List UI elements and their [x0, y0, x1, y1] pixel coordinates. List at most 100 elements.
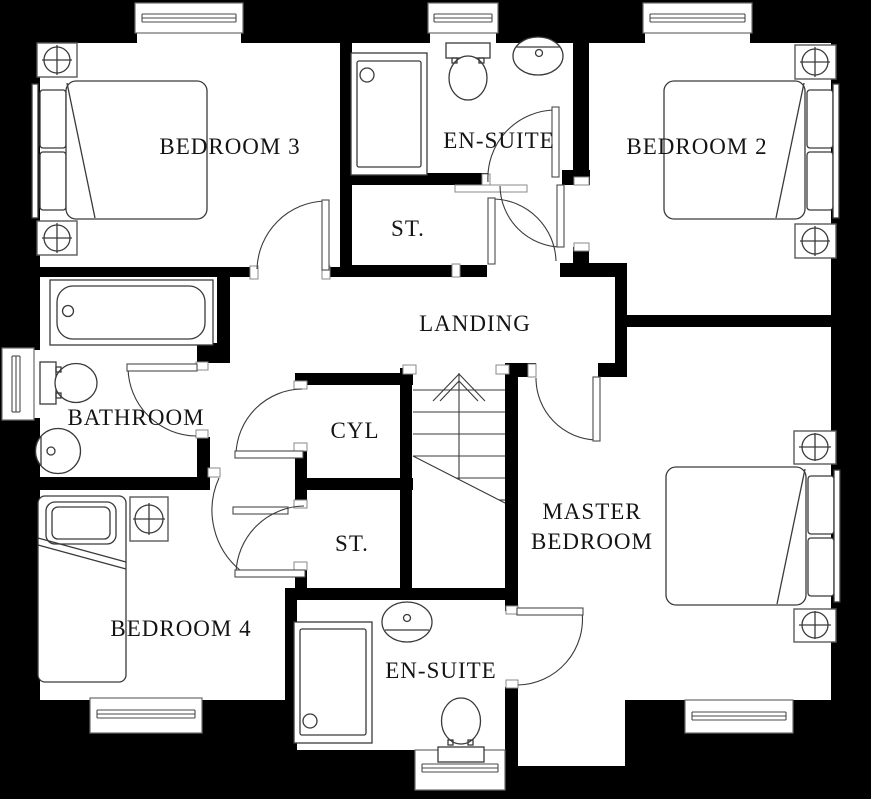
- wall-bed3-bottom: [30, 267, 253, 277]
- door-jamb: [527, 363, 537, 378]
- door-jamb: [451, 263, 461, 278]
- toilet-bowl: [448, 55, 488, 101]
- radiator-symbol: [793, 430, 837, 465]
- wall-cyl-st-divider: [295, 478, 413, 490]
- wall-stairwell-left: [400, 368, 412, 600]
- single-bed-bedroom4: [37, 495, 127, 683]
- headboard: [31, 83, 39, 219]
- radiator-symbol: [793, 608, 837, 643]
- wall-bed3-ensuite-divider: [340, 43, 352, 277]
- toilet-bowl: [54, 362, 98, 404]
- door-jamb: [505, 605, 519, 615]
- stair-up-arrow-inner: [439, 380, 479, 402]
- door-jamb: [505, 679, 519, 689]
- floor-master-nook: [518, 700, 625, 766]
- door-arc-bedroom4: [211, 477, 242, 572]
- staircase: [412, 373, 506, 504]
- radiator-symbol: [36, 42, 78, 78]
- toilet-hinge: [478, 57, 485, 64]
- door-leaf-bathroom: [126, 363, 198, 372]
- toilet-hinge: [451, 57, 458, 64]
- door-jamb: [249, 265, 259, 280]
- cistern: [39, 361, 57, 405]
- door-leaf-ensuite-bottom: [516, 607, 584, 616]
- pillow: [806, 89, 834, 149]
- room-label-master-line2: BEDROOM: [531, 529, 653, 554]
- shower-tray-ensuite-bottom: [293, 621, 373, 744]
- radiator-symbol: [794, 223, 837, 259]
- door-leaf-ensuite-top: [551, 106, 560, 178]
- door-arc-cyl: [235, 388, 303, 455]
- door-jamb: [402, 364, 417, 375]
- toilet-bowl: [440, 697, 482, 745]
- door-jamb: [293, 380, 308, 390]
- door-leaf-st-bottom: [234, 569, 306, 578]
- double-bed-master: [665, 466, 841, 606]
- door-leaf-st-top: [487, 197, 496, 265]
- pillow: [807, 475, 835, 535]
- wall-cyl-top: [295, 373, 413, 385]
- wall-landing-right: [615, 277, 627, 363]
- room-label-st-top: ST.: [391, 216, 425, 241]
- window-ensuite-top: [427, 2, 499, 43]
- wall-left-lower: [30, 418, 40, 712]
- radiator-symbol: [129, 496, 169, 542]
- room-label-cyl: CYL: [331, 418, 380, 443]
- toilet-hinge: [447, 739, 454, 746]
- duvet-fold: [776, 468, 806, 605]
- door-leaf-master: [592, 376, 601, 442]
- double-bed-bedroom3: [31, 80, 208, 220]
- wall-bathroom-bottom: [30, 477, 208, 490]
- basin-drain: [534, 48, 544, 58]
- duvet: [65, 80, 208, 220]
- door-arc-bathroom: [127, 367, 197, 437]
- toilet-hinge: [55, 392, 62, 399]
- toilet-hinge: [55, 366, 62, 373]
- room-label-ensuite-bottom: EN-SUITE: [385, 658, 496, 683]
- pillow: [45, 501, 117, 545]
- wall-bathroom-right-lower: [197, 437, 210, 490]
- window-bedroom4: [89, 697, 203, 734]
- pillow: [39, 89, 67, 149]
- basin-bathroom: [34, 427, 82, 475]
- wall-chimney-block: [625, 712, 685, 767]
- room-label-master-line1: MASTER: [542, 499, 641, 524]
- shower-inner: [299, 628, 367, 736]
- wall-master-door-stub: [598, 363, 627, 377]
- pillow-inner: [51, 506, 111, 540]
- door-jamb: [495, 364, 510, 375]
- door-arc-master: [535, 377, 597, 441]
- wall-landing-corner: [560, 263, 627, 277]
- door-arc-ensuite-bottom: [517, 610, 584, 686]
- stair-up-arrow: [432, 373, 486, 402]
- window-bedroom2: [642, 2, 753, 43]
- toilet-ensuite-top: [445, 42, 491, 101]
- basin-drain: [402, 613, 412, 623]
- door-threshold: [454, 184, 528, 193]
- shower-inner: [356, 60, 422, 168]
- wall-bed2-master-divider: [627, 315, 831, 327]
- duvet: [665, 466, 807, 606]
- basin-ensuite-top: [512, 36, 564, 76]
- bath-inner: [56, 285, 206, 340]
- bath-tap: [61, 304, 75, 318]
- toilet-ensuite-bottom: [437, 697, 485, 763]
- door-arc-bedroom3: [256, 200, 326, 270]
- wall-nook-left: [505, 687, 518, 767]
- door-arc-st-bottom: [235, 505, 305, 574]
- wall-ensuite-top-bottom: [352, 173, 488, 185]
- room-label-bedroom3: BEDROOM 3: [159, 134, 300, 159]
- headboard: [832, 83, 840, 219]
- toilet-bathroom: [39, 361, 98, 405]
- window-bathroom: [1, 347, 40, 421]
- shower-drain: [302, 713, 318, 729]
- headboard: [833, 469, 841, 603]
- wall-nook-bottom: [505, 766, 637, 777]
- door-arc-st-top: [493, 198, 557, 262]
- window-master: [684, 699, 794, 734]
- door-leaf-cyl: [234, 450, 304, 459]
- shower-drain: [359, 67, 375, 83]
- room-labels: BEDROOM 3 EN-SUITE BEDROOM 2 ST. LANDING…: [67, 128, 766, 683]
- room-label-st-bottom: ST.: [335, 531, 369, 556]
- door-jamb: [481, 173, 491, 187]
